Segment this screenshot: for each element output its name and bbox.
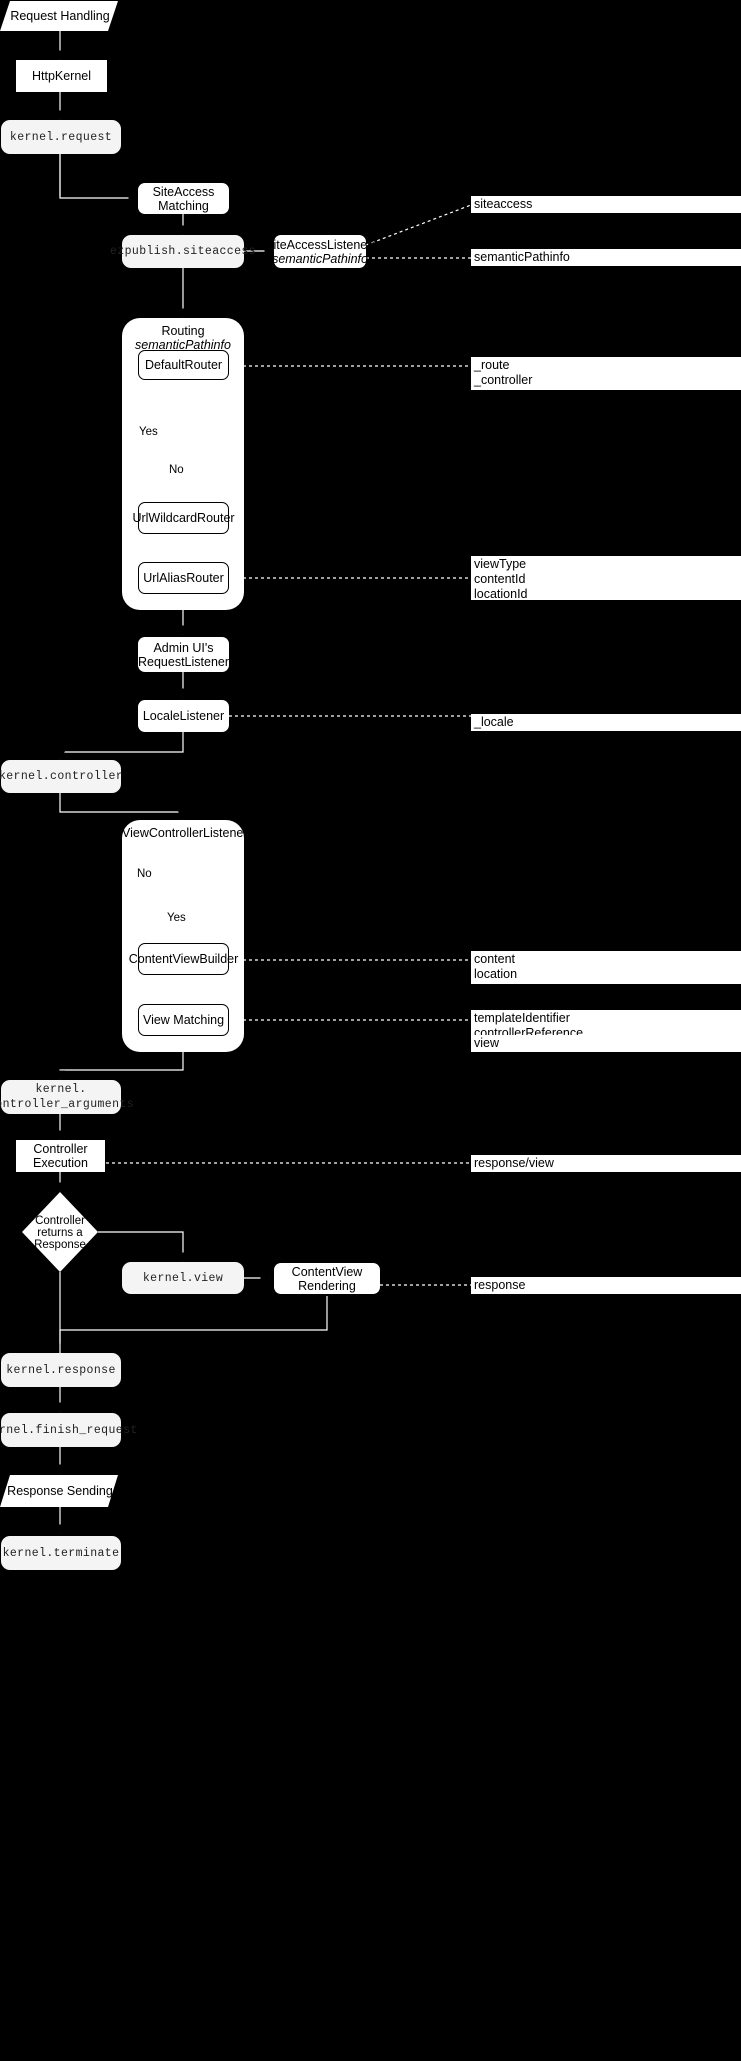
note-line: location: [474, 967, 518, 981]
node-view-matching[interactable]: View Matching: [138, 1004, 229, 1036]
banner-label: Request Handling: [10, 9, 110, 23]
event-label-line2: controller_arguments: [0, 1098, 135, 1111]
note-view: view: [471, 1035, 741, 1052]
event-kernel-controller-arguments[interactable]: kernel. controller_arguments: [0, 1080, 134, 1114]
event-kernel-finish-request[interactable]: kernel.finish_request: [0, 1413, 137, 1447]
note-line: view: [474, 1036, 500, 1050]
event-kernel-view[interactable]: kernel.view: [122, 1262, 244, 1294]
svg-text:returns a: returns a: [37, 1227, 83, 1239]
banner-response-sending: [0, 1475, 118, 1507]
node-label: DefaultRouter: [144, 358, 223, 372]
event-label: ezpublish.siteaccess: [109, 245, 257, 258]
decision-route-yes-label: Yes: [139, 426, 158, 438]
event-kernel-response[interactable]: kernel.response: [1, 1353, 121, 1387]
event-kernel-request[interactable]: kernel.request: [1, 120, 121, 154]
event-kernel-controller[interactable]: kernel.controller: [0, 760, 124, 793]
note-line: siteaccess: [474, 197, 533, 211]
note-siteaccess: siteaccess: [471, 196, 741, 213]
event-ezpublish-siteaccess[interactable]: ezpublish.siteaccess: [110, 235, 256, 268]
event-label: kernel.controller: [0, 770, 124, 783]
banner-label: Response Sending: [7, 1484, 113, 1498]
note-view-content-location: viewType contentId locationId: [471, 556, 741, 600]
decision-ibexa-no-label: No: [137, 868, 152, 880]
decision-route-no-label: No: [169, 464, 184, 476]
banner-request-handling-label: Request Handling: [6, 1, 114, 31]
svg-text:Response: Response: [34, 1239, 86, 1251]
node-content-view-builder[interactable]: ContentViewBuilder: [129, 943, 238, 975]
note-response-view: response/view: [471, 1155, 741, 1172]
event-label: kernel.finish_request: [0, 1423, 138, 1437]
node-http-kernel[interactable]: HttpKernel: [16, 60, 107, 92]
node-label: View Matching: [142, 1013, 225, 1027]
node-label: LocaleListener: [142, 709, 225, 723]
node-url-wildcard-router[interactable]: UrlWildcardRouter: [132, 502, 235, 534]
note-line: content: [474, 952, 516, 966]
note-line: response: [474, 1278, 526, 1292]
banner-response-sending-label: Response Sending: [6, 1475, 114, 1507]
node-contentview-rendering[interactable]: ContentView Rendering: [274, 1263, 380, 1294]
node-label: UrlAliasRouter: [143, 571, 224, 585]
note-line: response/view: [474, 1156, 554, 1170]
note-line: semanticPathinfo: [474, 250, 570, 264]
note-route-controller: _route _controller: [471, 357, 741, 390]
note-content-location: content location: [471, 951, 741, 984]
event-label: kernel.terminate: [2, 1546, 120, 1560]
node-siteaccess-listener[interactable]: SiteAccessListener: semanticPathinfo: [265, 235, 375, 268]
svg-text:Controller: Controller: [35, 1215, 85, 1227]
note-line: templateIdentifier: [474, 1011, 570, 1025]
node-label: UrlWildcardRouter: [132, 511, 235, 525]
decision-ibexa-yes-label: Yes: [167, 912, 186, 924]
node-url-alias-router[interactable]: UrlAliasRouter: [138, 562, 229, 594]
node-label: SiteAccess Matching: [152, 184, 215, 213]
decision-controller-returns-response: Controller returns a Response: [22, 1192, 98, 1272]
node-label-line1: Admin UI's: [153, 640, 214, 655]
event-label: kernel.response: [6, 1363, 116, 1377]
node-label-line2: semanticPathinfo: [272, 251, 368, 266]
node-label: Controller Execution: [33, 1142, 88, 1170]
node-label: ContentViewBuilder: [128, 952, 239, 966]
note-line: locationId: [474, 587, 528, 600]
node-locale-listener[interactable]: LocaleListener: [138, 700, 229, 732]
node-admin-ui-request-listener[interactable]: Admin UI's RequestListener: [138, 637, 229, 672]
node-default-router[interactable]: DefaultRouter: [138, 350, 229, 380]
group-view-controller-title: ViewControllerListener: [122, 826, 248, 840]
note-locale: _locale: [471, 714, 741, 731]
node-label: ContentView Rendering: [291, 1264, 363, 1293]
note-semantic-pathinfo: semanticPathinfo: [471, 249, 741, 266]
note-line: _route: [474, 358, 510, 372]
node-controller-execution[interactable]: Controller Execution: [16, 1140, 105, 1172]
note-response: response: [471, 1277, 741, 1294]
node-label: HttpKernel: [31, 69, 92, 83]
banner-request-handling: [0, 1, 118, 31]
note-line: viewType: [474, 557, 527, 571]
note-line: _controller: [474, 373, 533, 387]
node-label-line2: RequestListener: [137, 654, 230, 669]
event-label: kernel.request: [9, 130, 113, 144]
event-kernel-terminate[interactable]: kernel.terminate: [1, 1536, 121, 1570]
event-label: kernel.view: [142, 1271, 224, 1285]
note-line: contentId: [474, 572, 526, 586]
node-label-line1: SiteAccessListener:: [265, 237, 375, 252]
node-siteaccess-matching[interactable]: SiteAccess Matching: [138, 183, 229, 214]
event-label-line1: kernel.: [35, 1083, 87, 1096]
note-line: _locale: [474, 715, 514, 729]
